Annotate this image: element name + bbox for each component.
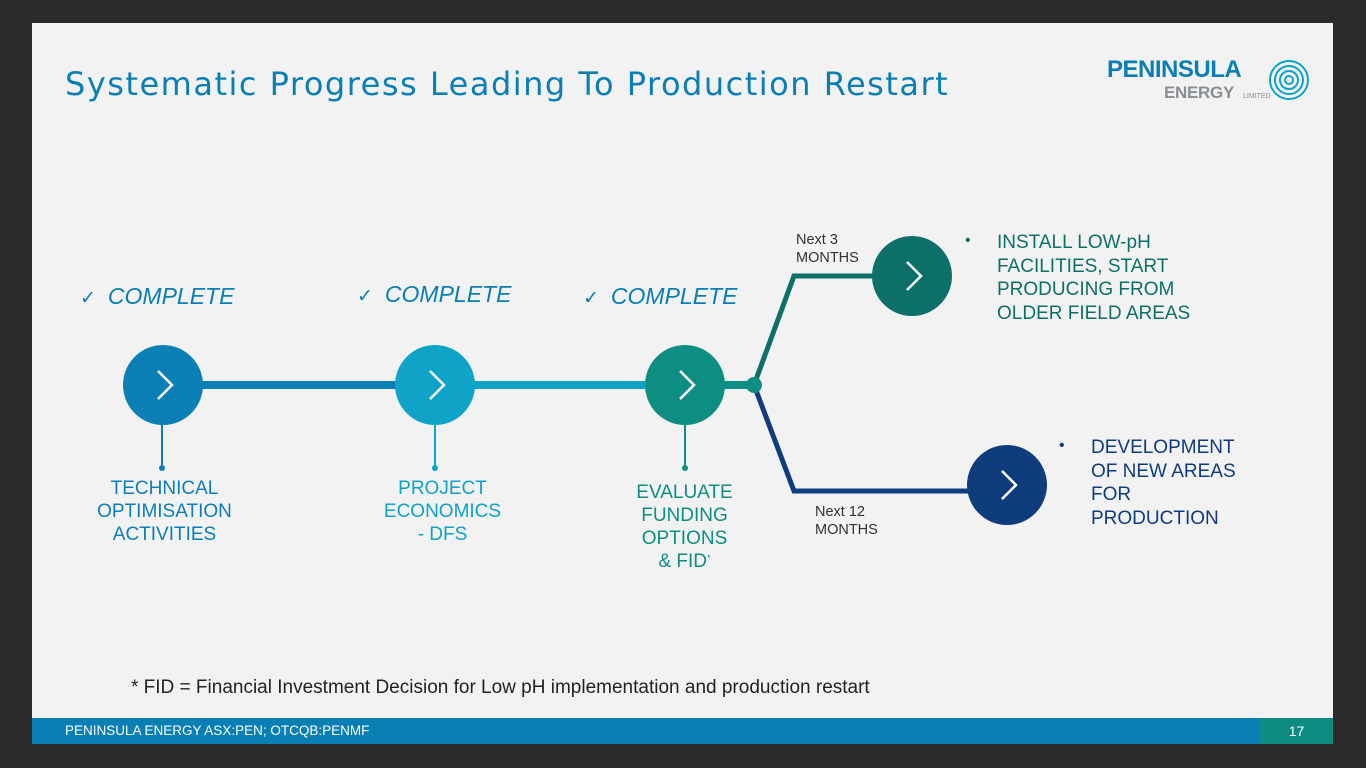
label-footnote-marker: *: [707, 553, 711, 563]
stage-3-circle: [645, 345, 725, 425]
stage-1-circle: [123, 345, 203, 425]
footnote: * FID = Financial Investment Decision fo…: [131, 677, 870, 698]
logo-text-limited: LIMITED: [1243, 93, 1271, 100]
outcome-lower: DEVELOPMENT OF NEW AREAS FOR PRODUCTION: [1091, 437, 1236, 529]
status-stage-1: ✓COMPLETE: [80, 283, 235, 309]
logo-text-energy: ENERGY: [1164, 83, 1234, 102]
bullet-lower: •: [1059, 437, 1065, 454]
chevron-right-icon: [906, 261, 923, 291]
page-number: 17: [1260, 718, 1333, 744]
chevron-right-icon: [157, 370, 174, 400]
timing-lower: Next 12 MONTHS: [815, 504, 878, 538]
logo-text-peninsula: PENINSULA: [1107, 56, 1242, 83]
company-logo: PENINSULA ENERGY LIMITED: [1107, 53, 1317, 113]
stage-3-label: EVALUATE FUNDING OPTIONS & FID*: [636, 482, 733, 572]
junction-dot: [746, 377, 762, 393]
branch-line-upper: [751, 273, 873, 386]
stem-dot-1: [159, 465, 165, 471]
stage-1-label: TECHNICAL OPTIMISATION ACTIVITIES: [97, 478, 232, 545]
chevron-right-icon: [429, 370, 446, 400]
stage-2-circle: [395, 345, 475, 425]
check-icon: ✓: [583, 288, 599, 309]
stage-2-label: PROJECT ECONOMICS - DFS: [383, 478, 502, 545]
outcome-upper: INSTALL LOW-pH FACILITIES, START PRODUCI…: [997, 232, 1191, 324]
branch-upper-circle: [872, 236, 952, 316]
footer-text: PENINSULA ENERGY ASX:PEN; OTCQB:PENMF: [65, 723, 370, 738]
bullet-upper: •: [965, 232, 971, 249]
chevron-right-icon: [679, 370, 696, 400]
branch-lower-circle: [967, 445, 1047, 525]
timing-upper: Next 3 MONTHS: [796, 232, 859, 266]
check-icon: ✓: [357, 286, 373, 307]
stem-dot-3: [682, 465, 688, 471]
stem-dot-2: [432, 465, 438, 471]
status-stage-2: ✓COMPLETE: [357, 281, 512, 307]
slide: Systematic Progress Leading To Productio…: [32, 23, 1333, 744]
slide-title: Systematic Progress Leading To Productio…: [65, 65, 950, 103]
logo-rings-icon: [1269, 60, 1309, 100]
status-stage-3: ✓COMPLETE: [583, 283, 738, 309]
footer-bar: PENINSULA ENERGY ASX:PEN; OTCQB:PENMF 17: [32, 718, 1333, 744]
check-icon: ✓: [80, 288, 96, 309]
process-diagram: [123, 236, 1047, 525]
chevron-right-icon: [1001, 470, 1018, 500]
branch-line-lower: [751, 384, 968, 494]
